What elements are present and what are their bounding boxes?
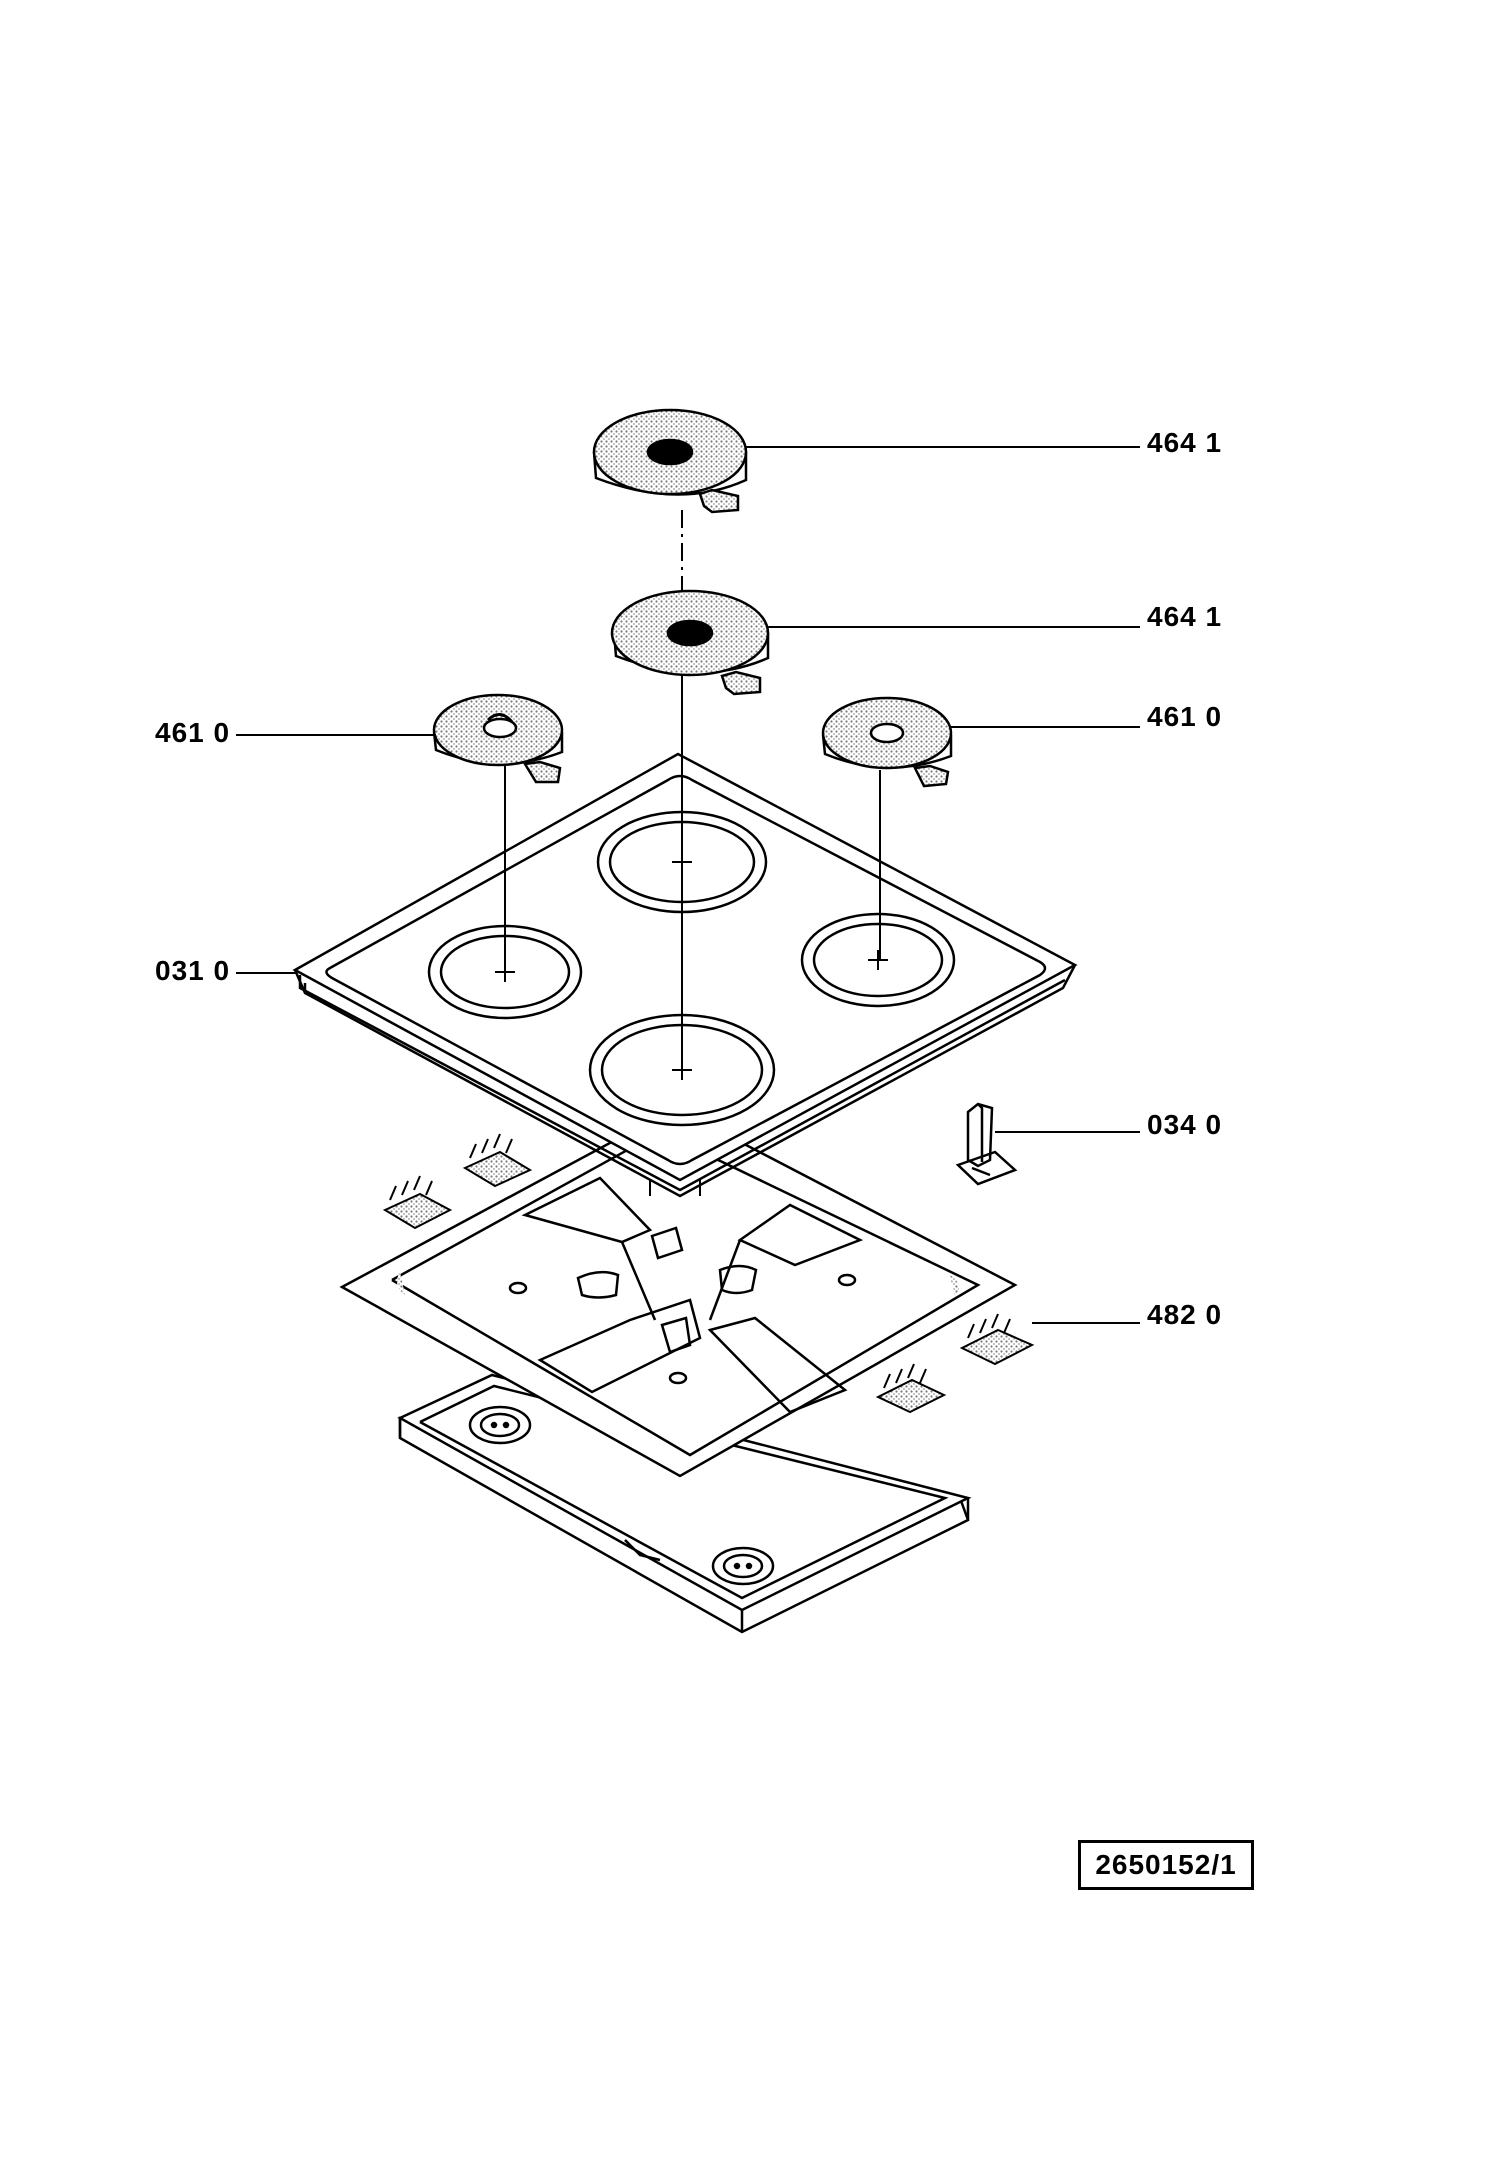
hotplate-464-top [592,408,748,514]
callout-464-mid: 464 1 [1147,601,1223,632]
callout-034: 034 0 [1147,1109,1223,1140]
callout-461-right: 461 0 [1147,701,1223,732]
terminal-block-b [462,1133,533,1188]
hotplate-461-right [821,696,953,788]
callout-464-top: 464 1 [1147,427,1223,458]
callout-031: 031 0 [155,955,231,986]
tray-foot-left [468,1405,532,1445]
callout-461-left: 461 0 [155,717,231,748]
terminal-block-c [959,1313,1035,1366]
tray-foot-right [711,1546,775,1586]
callout-482: 482 0 [1147,1299,1223,1330]
drawing-reference-number: 2650152/1 [1078,1840,1254,1890]
leader-lines [236,446,1140,1324]
terminal-block-a [382,1175,453,1230]
hotplate-464-mid [610,589,770,696]
hob-ring-right [800,912,956,1008]
hotplate-461-left [432,693,564,784]
hob-panel [292,752,1078,1198]
terminal-block-d [875,1363,947,1414]
terminal-blocks [382,1133,1035,1414]
ring-centre-marks [495,852,888,1080]
clip-part [955,1102,1018,1186]
base-tray [397,1373,972,1634]
support-plate [339,1106,1018,1478]
